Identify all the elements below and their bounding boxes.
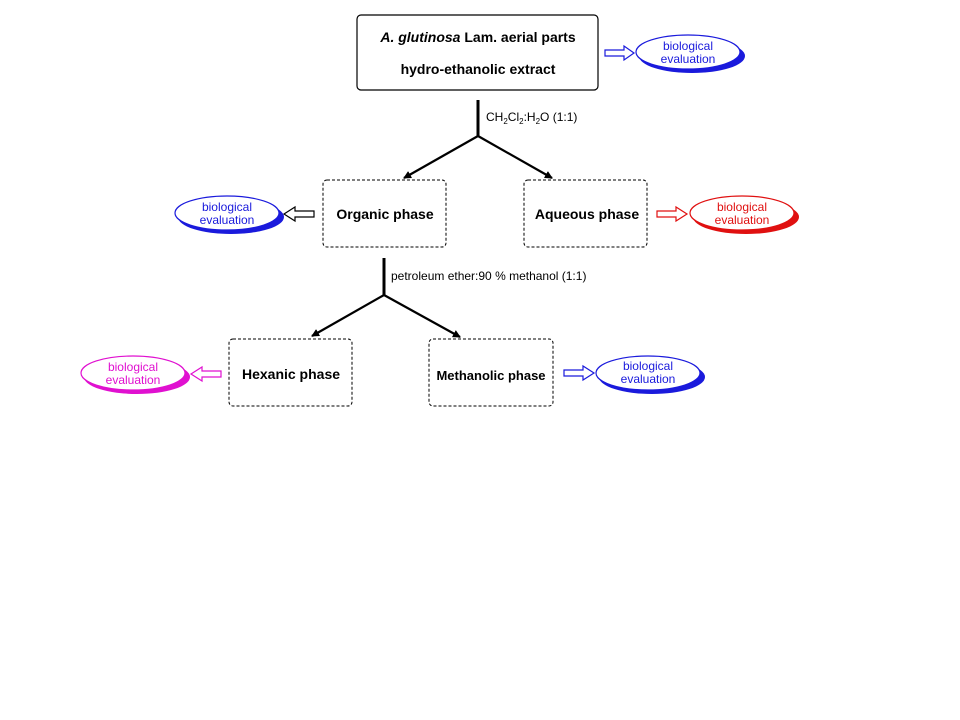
source-extract-box: A. glutinosa Lam. aerial parts hydro-eth… [356,14,599,91]
arrow-methanolic-to-eval [563,364,596,382]
methanolic-phase-box: Methanolic phase [428,338,554,407]
aqueous-phase-box: Aqueous phase [523,179,648,248]
partition-1-solvent: CH2Cl2:H2O (1:1) [486,110,577,126]
eval-hexanic-line2: evaluation [106,373,161,387]
species-rest: Lam. aerial parts [460,29,575,45]
partition-2-solvent: petroleum ether:90 % methanol (1:1) [391,269,586,283]
aqueous-phase-label: Aqueous phase [535,206,639,222]
eval-organic-line1: biological [202,200,252,214]
eval-aqueous-ellipse: biological evaluation [689,195,799,234]
eval-hexanic-line1: biological [108,360,158,374]
methanolic-phase-label: Methanolic phase [436,368,545,383]
eval-hexanic-ellipse: biological evaluation [80,355,190,394]
hexanic-phase-label: Hexanic phase [242,366,340,382]
eval-extract-ellipse: biological evaluation [635,34,745,73]
eval-methanolic-ellipse: biological evaluation [595,355,705,394]
eval-aqueous-line1: biological [717,200,767,214]
partition-fork-2 [311,258,461,338]
arrow-hexanic-to-eval [189,365,222,383]
hexanic-phase-box: Hexanic phase [228,338,353,407]
species-name: A. glutinosa [379,29,460,45]
eval-organic-line2: evaluation [200,213,255,227]
eval-methanolic-line2: evaluation [621,372,676,386]
arrow-organic-to-eval [282,205,315,223]
arrow-extract-to-eval [604,44,636,62]
source-title: A. glutinosa Lam. aerial parts [379,29,576,45]
eval-extract-line1: biological [663,39,713,53]
organic-phase-label: Organic phase [336,206,433,222]
eval-methanolic-line1: biological [623,359,673,373]
source-subtitle: hydro-ethanolic extract [401,61,556,77]
partition-fork-1 [403,100,553,179]
organic-phase-box: Organic phase [322,179,447,248]
eval-extract-line2: evaluation [661,52,716,66]
eval-organic-ellipse: biological evaluation [174,195,284,234]
arrow-aqueous-to-eval [656,205,689,223]
eval-aqueous-line2: evaluation [715,213,770,227]
